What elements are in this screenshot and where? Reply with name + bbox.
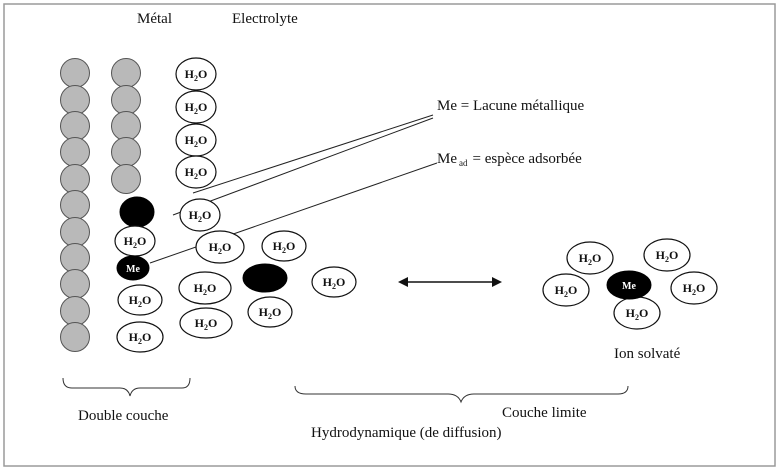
svg-text:H2O: H2O: [185, 67, 208, 83]
solvated-ion-label: Ion solvaté: [614, 346, 681, 362]
water-molecule: H2O: [117, 284, 163, 316]
metal-atom: [60, 85, 90, 115]
svg-text:H2O: H2O: [579, 251, 602, 267]
metal-atom: [60, 217, 90, 247]
metal-atom: [60, 137, 90, 167]
vacancy-label: Me = Lacune métallique: [437, 98, 584, 114]
water-molecule: H2O: [195, 230, 245, 264]
svg-text:H2O: H2O: [124, 234, 147, 250]
svg-text:H2O: H2O: [209, 240, 232, 256]
svg-text:H2O: H2O: [259, 305, 282, 321]
metal-atom: [60, 58, 90, 88]
adsorbed-symbol: Me: [437, 151, 457, 167]
metal-atom: [111, 85, 141, 115]
water-molecule: H2O: [179, 198, 221, 232]
metal-atom: [60, 296, 90, 326]
metal-atom: [60, 111, 90, 141]
double-layer-label: Double couche: [78, 408, 169, 424]
svg-text:H2O: H2O: [555, 283, 578, 299]
water-molecule: H2O: [311, 266, 357, 298]
boundary-layer-label-line1: Couche limite: [502, 405, 587, 421]
metal-atom: [60, 164, 90, 194]
water-molecule: H2O: [261, 230, 307, 262]
adsorbed-description: = espèce adsorbée: [473, 151, 583, 167]
water-molecule: H2O: [175, 123, 217, 157]
double-layer-brace: [62, 377, 191, 397]
svg-text:H2O: H2O: [185, 133, 208, 149]
boundary-layer-label-line2: Hydrodynamique (de diffusion): [311, 425, 502, 441]
equilibrium-double-arrow: [398, 277, 502, 287]
metal-atom: [60, 243, 90, 273]
water-molecule: H2O: [613, 296, 661, 330]
water-molecule: H2O: [116, 321, 164, 353]
svg-text:H2O: H2O: [194, 281, 217, 297]
water-molecule: H2O: [566, 241, 614, 275]
water-molecule: H2O: [175, 57, 217, 91]
svg-text:Me: Me: [622, 281, 636, 292]
metal-atom: [60, 190, 90, 220]
adsorbed-ion: Me: [116, 255, 150, 281]
svg-text:Me: Me: [126, 264, 140, 275]
adsorbed-subscript: ad: [459, 158, 468, 168]
water-molecule: H2O: [175, 155, 217, 189]
metal-atom: [111, 58, 141, 88]
svg-text:H2O: H2O: [185, 165, 208, 181]
svg-text:H2O: H2O: [683, 281, 706, 297]
water-molecule: H2O: [114, 225, 156, 257]
boundary-layer-brace: [294, 385, 629, 404]
metal-atom: [111, 137, 141, 167]
metal-header: Métal: [137, 11, 172, 27]
svg-text:H2O: H2O: [129, 293, 152, 309]
transferring-ion: [242, 263, 288, 293]
svg-text:H2O: H2O: [195, 316, 218, 332]
svg-text:H2O: H2O: [129, 330, 152, 346]
metal-atom: [60, 269, 90, 299]
solvated-ion: Me: [606, 270, 652, 300]
water-molecule: H2O: [542, 273, 590, 307]
metal-vacancy-atom: [119, 196, 155, 228]
svg-text:H2O: H2O: [189, 208, 212, 224]
water-molecule: H2O: [175, 90, 217, 124]
metal-atom: [111, 164, 141, 194]
svg-text:H2O: H2O: [626, 306, 649, 322]
water-molecule: H2O: [178, 271, 232, 305]
metal-lattice: [60, 58, 141, 352]
vacancy-pointer-line-lower: [172, 117, 434, 216]
metal-atom: [60, 322, 90, 352]
metal-atom: [111, 111, 141, 141]
water-molecule: H2O: [247, 296, 293, 328]
water-molecule: H2O: [670, 271, 718, 305]
svg-text:H2O: H2O: [185, 100, 208, 116]
electrolyte-header: Electrolyte: [232, 11, 298, 27]
svg-text:H2O: H2O: [273, 239, 296, 255]
water-molecule: H2O: [179, 307, 233, 339]
svg-text:H2O: H2O: [656, 248, 679, 264]
water-molecule: H2O: [643, 238, 691, 272]
svg-text:H2O: H2O: [323, 275, 346, 291]
vacancy-pointer-line: [192, 114, 434, 194]
